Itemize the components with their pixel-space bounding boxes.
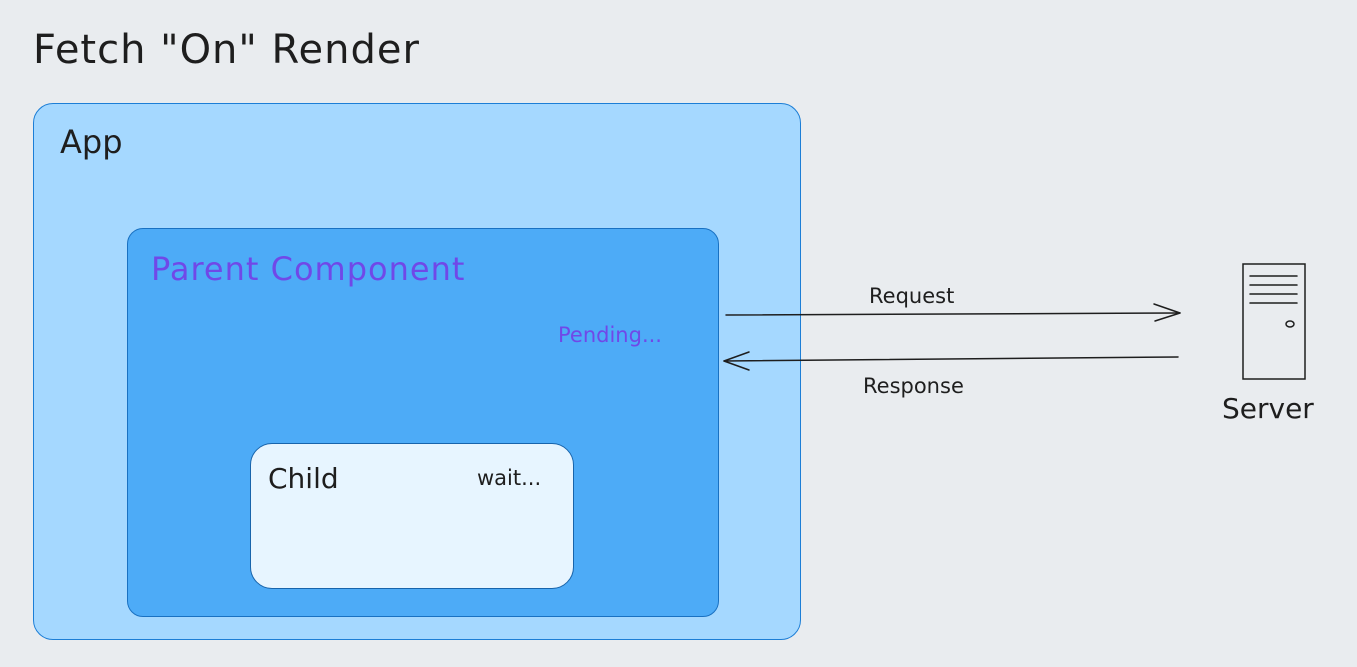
child-component-label: Child <box>268 462 339 495</box>
server-label: Server <box>1222 392 1314 425</box>
server-icon <box>1242 263 1306 380</box>
child-wait-label: wait... <box>477 466 542 490</box>
diagram-title: Fetch "On" Render <box>33 27 420 73</box>
child-component-box <box>250 443 574 589</box>
app-label: App <box>60 123 123 161</box>
parent-component-label: Parent Component <box>151 250 466 288</box>
request-label: Request <box>869 284 955 308</box>
response-label: Response <box>863 374 964 398</box>
pending-status-label: Pending... <box>558 323 662 347</box>
